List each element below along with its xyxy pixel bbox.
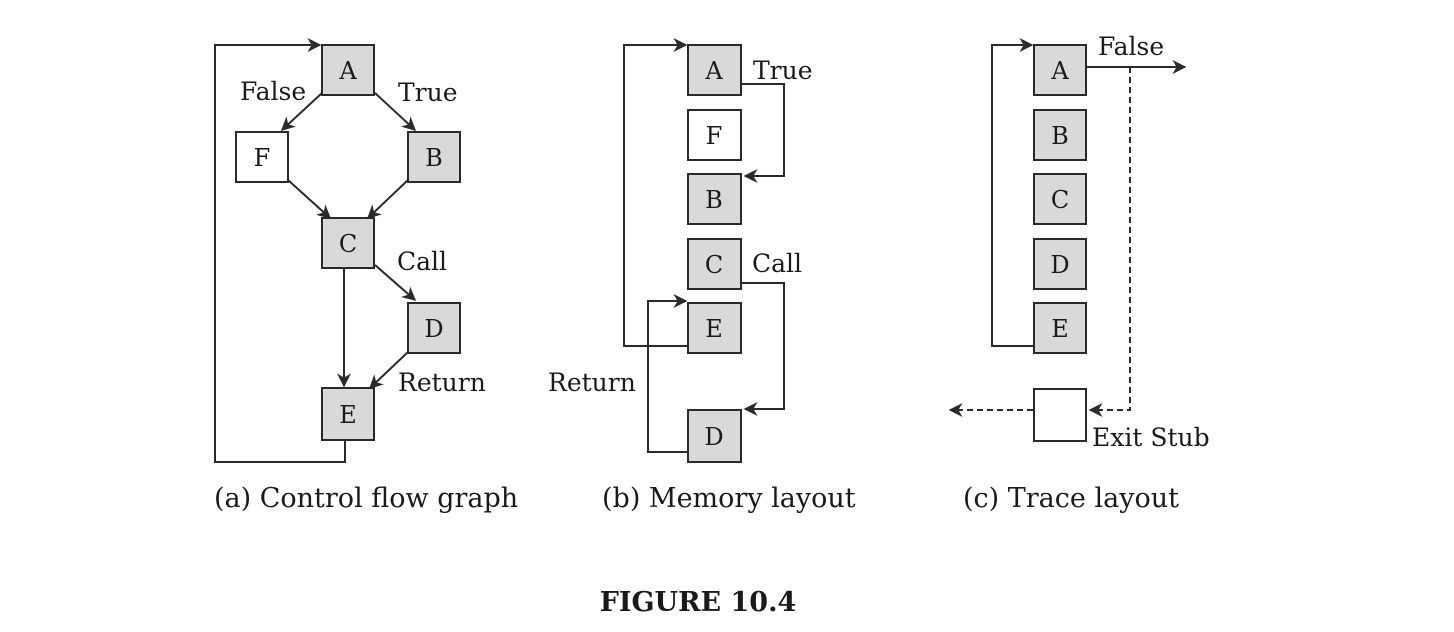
label-false: False [1098,32,1164,61]
edge-f-to-c [287,179,332,219]
node-c [321,217,375,269]
node-b-label: B [425,144,443,172]
edge-a-to-b [374,92,417,131]
exit-stub-block [1033,388,1087,442]
node-c-label: C [1051,186,1069,214]
node-e-label: E [1051,315,1069,343]
caption-memory-layout: (b) Memory layout [602,483,856,514]
node-a-label: A [1050,57,1069,85]
node-d [687,409,742,463]
panel-control-flow-graph: A F B C D E False True Call Return (a) C… [214,38,518,514]
node-d [1033,238,1087,290]
label-true: True [753,56,813,85]
edge-a-to-b-true [742,83,785,183]
node-b [687,173,742,225]
label-true: True [398,78,458,107]
node-f-label: F [254,144,271,172]
label-return: Return [398,368,486,397]
node-b-label: B [1051,122,1069,150]
caption-control-flow-graph: (a) Control flow graph [214,483,518,514]
node-e [687,302,742,354]
node-c [687,238,742,290]
panel-trace-layout: A B C D E False Exit Stub (c) Trace layo… [948,32,1210,514]
node-b [407,131,461,183]
node-a [321,44,375,96]
edge-b-to-c [366,179,409,219]
node-e [1033,302,1087,354]
node-a-label: A [704,57,723,85]
caption-trace-layout: (c) Trace layout [963,483,1179,514]
label-false: False [240,77,306,106]
edge-d-to-e [368,351,409,389]
node-e-label: E [705,315,723,343]
edge-d-to-e-return [647,294,688,453]
edge-c-to-d-call [742,282,785,416]
node-d [407,302,461,354]
node-c-label: C [339,230,357,258]
node-d-label: D [704,423,723,451]
panel-memory-layout: A F B C E D True Call Return (b) Memory … [548,38,856,514]
label-call: Call [397,247,447,276]
node-c-label: C [705,251,723,279]
node-f-label: F [706,122,723,150]
node-e [321,387,375,441]
node-a [687,44,742,96]
edge-e-to-a-loop [991,38,1034,347]
figure-title: FIGURE 10.4 [600,587,797,618]
node-a [1033,44,1087,96]
node-b [1033,109,1087,161]
edge-c-to-d [374,264,417,301]
label-return: Return [548,368,636,397]
label-call: Call [752,249,802,278]
node-f [235,131,289,183]
edge-e-to-a-loop [214,38,346,463]
node-b-label: B [705,186,723,214]
edge-a-to-exit-stub [1088,67,1131,417]
node-f [687,109,742,161]
node-e-label: E [339,401,357,429]
label-exit-stub: Exit Stub [1092,423,1210,452]
edge-e-to-a-loop [623,38,688,347]
node-d-label: D [1050,251,1069,279]
node-d-label: D [424,315,443,343]
node-c [1033,173,1087,225]
edge-a-to-f [280,92,323,131]
node-a-label: A [338,57,357,85]
